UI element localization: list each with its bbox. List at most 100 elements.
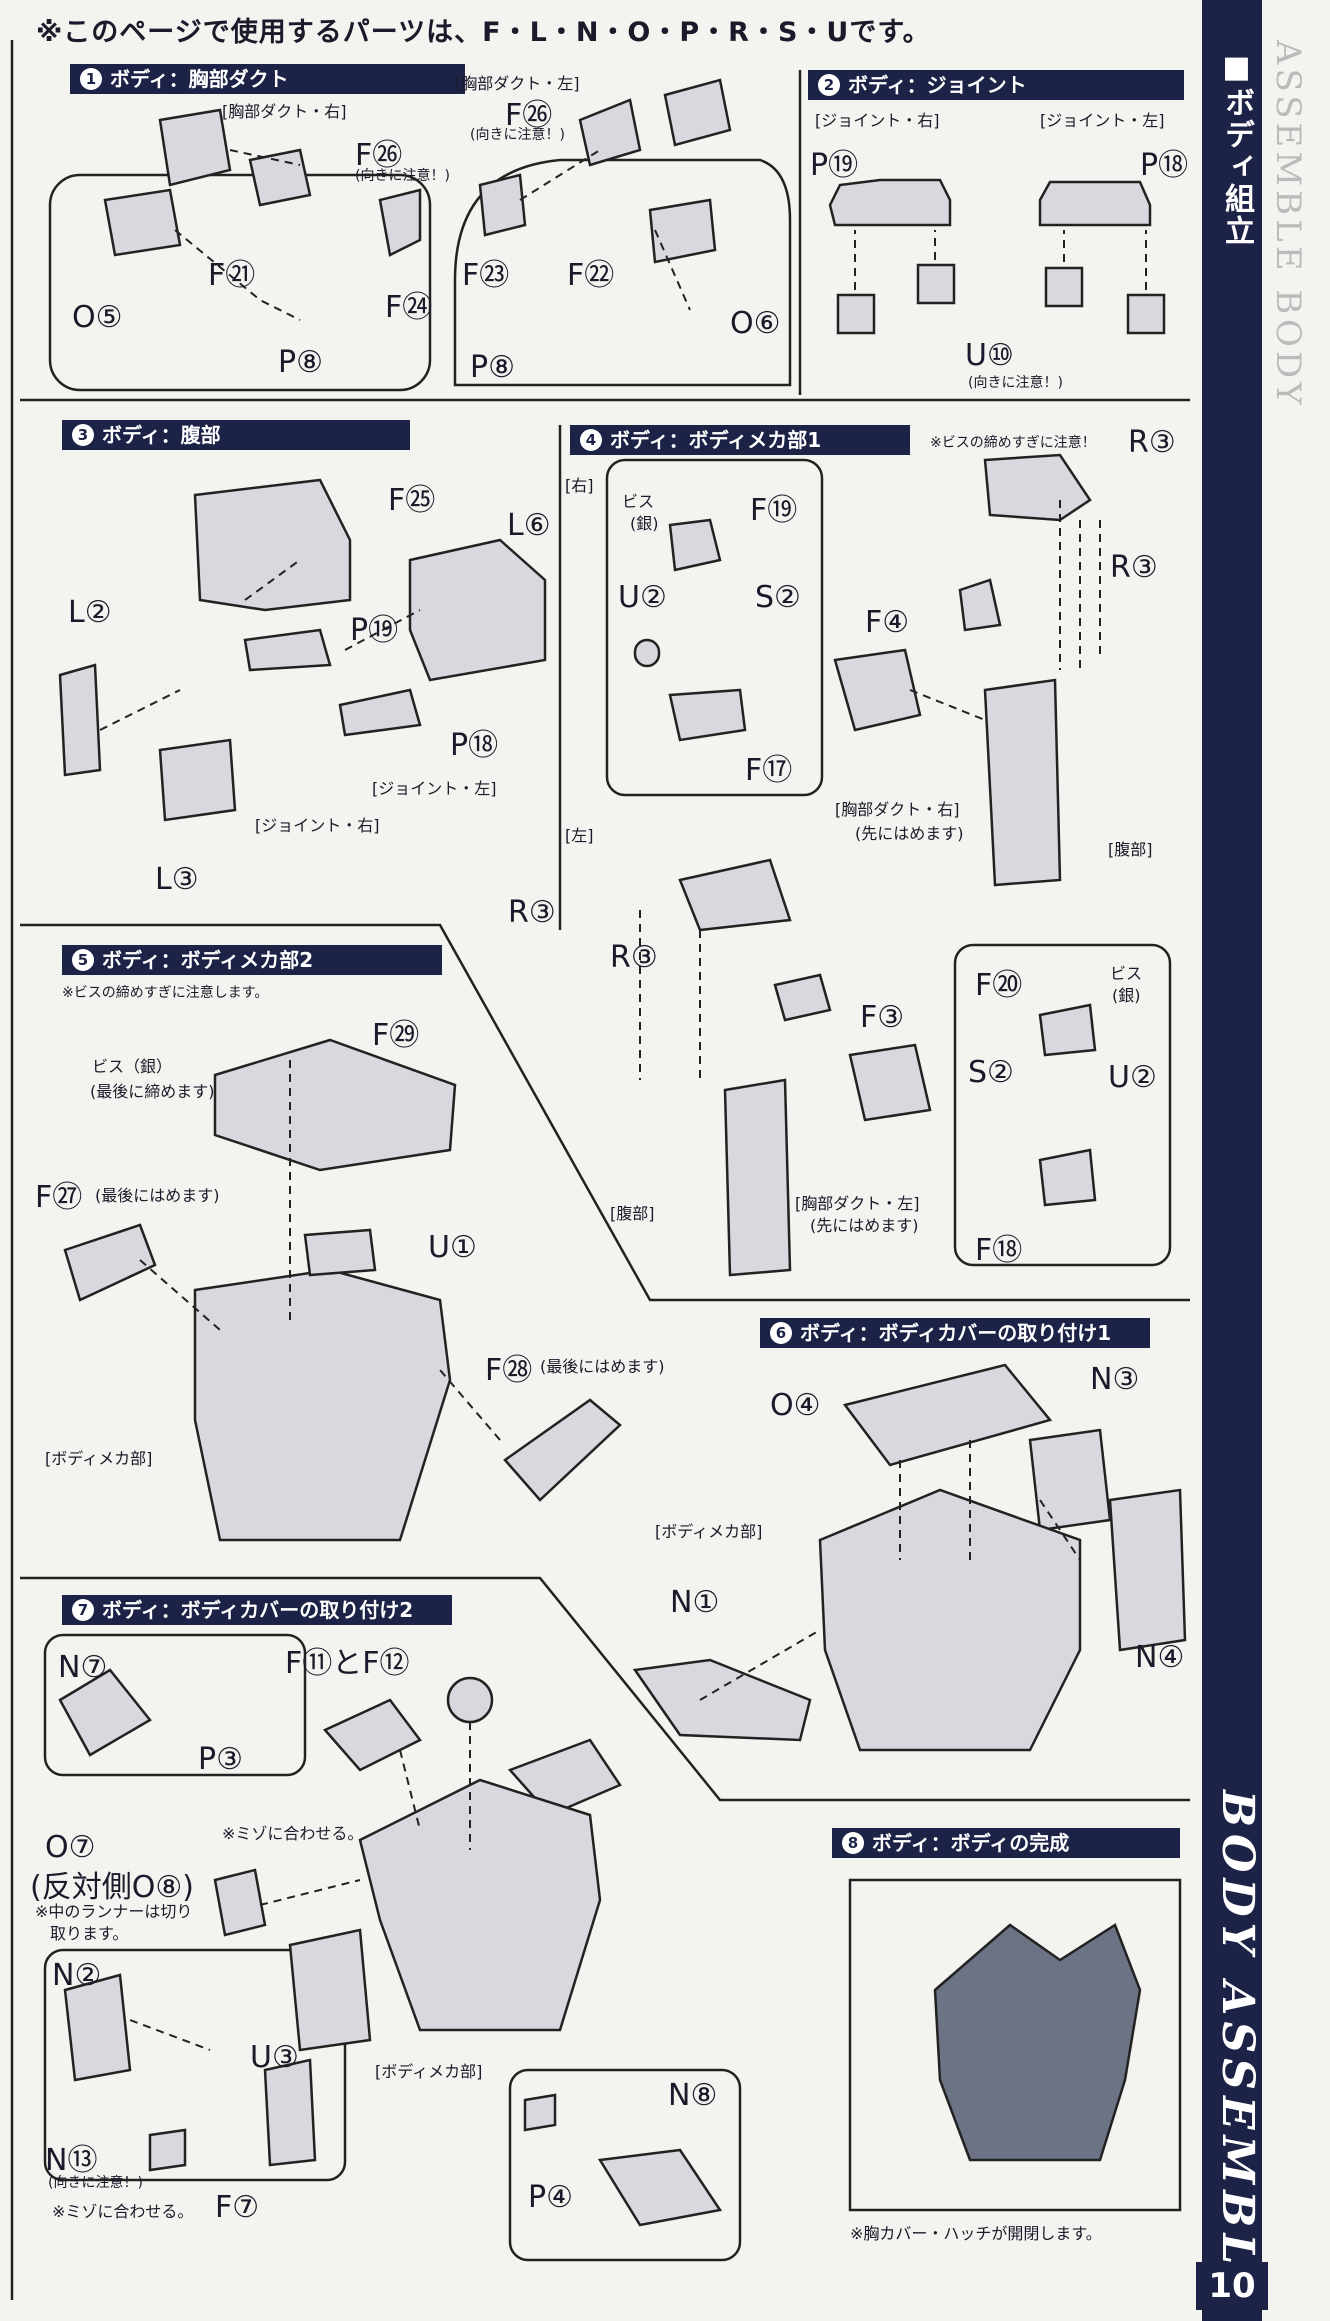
part-f4: F④: [865, 605, 910, 640]
step-title: ボディ：ボディメカ部2: [102, 948, 314, 972]
step-number: 5: [72, 948, 94, 971]
part-n13: N⑬: [45, 2143, 98, 2178]
part-u10: U⑩: [965, 338, 1014, 373]
label-silver: (銀): [630, 514, 659, 533]
label-joint-left: [ジョイント・左]: [1040, 111, 1165, 130]
step-number: 7: [72, 1598, 94, 1621]
step-number: 3: [72, 423, 94, 446]
label-mecha-s5: [ボディメカ部]: [45, 1449, 153, 1468]
part-r3-a: R③: [1128, 425, 1176, 460]
part-p18-abdomen: P⑱: [450, 728, 499, 763]
part-f20: F⑳: [975, 968, 1023, 1003]
part-n7: N⑦: [58, 1650, 108, 1685]
label-joint-left-abdomen: [ジョイント・左]: [372, 779, 497, 798]
step-title: ボディ：ボディカバーの取り付け2: [102, 1598, 414, 1622]
part-l2: L②: [68, 595, 112, 630]
part-f11-f12: F⑪とF⑫: [285, 1646, 410, 1681]
part-f19: F⑲: [750, 493, 798, 528]
step-7-header: 7 ボディ：ボディカバーの取り付け2: [62, 1595, 452, 1625]
part-f29: F㉙: [372, 1018, 420, 1053]
part-o4: O④: [770, 1388, 821, 1423]
note-groove: ※ミゾに合わせる。: [222, 1824, 364, 1843]
part-u2-left: U②: [1108, 1060, 1157, 1095]
part-n2: N②: [52, 1958, 102, 1993]
part-f28: F㉘: [485, 1353, 533, 1388]
part-p3: P③: [198, 1742, 243, 1777]
label-abdomen-right: [腹部]: [1108, 840, 1153, 859]
part-f26-right: F㉖: [355, 138, 403, 173]
caution-n13: (向きに注意！): [48, 2175, 143, 2191]
label-first-left: (先にはめます): [810, 1216, 919, 1235]
part-f17: F⑰: [745, 753, 793, 788]
part-p18: P⑱: [1140, 148, 1189, 183]
caution-joint: (向きに注意！): [968, 375, 1063, 391]
step-6-header: 6 ボディ：ボディカバーの取り付け1: [760, 1318, 1150, 1348]
label-duct-right-s4: [胸部ダクト・右]: [835, 800, 960, 819]
part-r3-c: R③: [508, 895, 556, 930]
part-n4: N④: [1135, 1640, 1185, 1675]
step-title: ボディ：ボディカバーの取り付け1: [800, 1321, 1112, 1345]
part-r3-d: R③: [610, 940, 658, 975]
step-5-header: 5 ボディ：ボディメカ部2: [62, 945, 442, 975]
label-mecha-s6: [ボディメカ部]: [655, 1522, 763, 1541]
label-reverse-o8: (反対側O⑧): [30, 1870, 194, 1905]
label-mecha-s7: [ボディメカ部]: [375, 2062, 483, 2081]
part-r3-b: R③: [1110, 550, 1158, 585]
step-3-header: 3 ボディ：腹部: [62, 420, 410, 450]
part-f3: F③: [860, 1000, 905, 1035]
label-right: [右]: [565, 476, 594, 495]
step-title: ボディ：ボディの完成: [872, 1831, 1070, 1855]
label-abdomen-left: [腹部]: [610, 1204, 655, 1223]
section-subtitle: ASSEMBLE BODY: [1268, 40, 1308, 409]
part-o6: O⑥: [730, 306, 781, 341]
part-p4: P④: [528, 2180, 573, 2215]
part-f25: F㉕: [388, 483, 436, 518]
label-first-right: (先にはめます): [855, 824, 964, 843]
step-2-header: 2 ボディ：ジョイント: [808, 70, 1184, 100]
part-l6: L⑥: [507, 508, 551, 543]
section-title-en: BODY ASSEMBLE: [1212, 1790, 1263, 2310]
part-p19-abdomen: P⑲: [350, 613, 399, 648]
part-f21: F㉑: [208, 258, 256, 293]
page-number: 10: [1196, 2262, 1268, 2310]
step-number: 2: [818, 73, 840, 96]
part-f24: F㉔: [385, 290, 433, 325]
part-u1: U①: [428, 1230, 477, 1265]
note-hatch: ※胸カバー・ハッチが開閉します。: [850, 2224, 1102, 2243]
label-left: [左]: [565, 826, 594, 845]
step-number: 6: [770, 1321, 792, 1344]
label-last-attach-f28: (最後にはめます): [540, 1357, 665, 1376]
label-last-tighten: (最後に締めます): [90, 1082, 215, 1101]
step-title: ボディ：腹部: [102, 423, 221, 447]
part-p8-right: P⑧: [278, 345, 323, 380]
part-f26-left: F㉖: [505, 98, 553, 133]
part-f22: F㉒: [567, 258, 615, 293]
part-n3: N③: [1090, 1362, 1140, 1397]
part-f23: F㉓: [462, 258, 510, 293]
caution-left: (向きに注意！): [470, 127, 565, 143]
label-joint-right: [ジョイント・右]: [815, 111, 940, 130]
step-8-header: 8 ボディ：ボディの完成: [832, 1828, 1180, 1858]
label-last-attach-f27: (最後にはめます): [95, 1186, 220, 1205]
part-p8-left: P⑧: [470, 350, 515, 385]
part-l3: L③: [155, 862, 199, 897]
note-screw: ※ビスの締めすぎに注意！: [930, 435, 1096, 451]
part-s2-right: S②: [755, 580, 801, 615]
note-groove-2: ※ミゾに合わせる。: [52, 2202, 194, 2221]
step-number: 4: [580, 428, 602, 451]
part-f18: F⑱: [975, 1233, 1023, 1268]
part-n8: N⑧: [668, 2078, 718, 2113]
label-screw-s5: ビス（銀）: [92, 1057, 173, 1076]
part-u2-right: U②: [618, 580, 667, 615]
sidebar-band: [1202, 0, 1262, 2321]
label-duct-left-s4: [胸部ダクト・左]: [795, 1194, 920, 1213]
caution-right: (向きに注意！): [355, 168, 450, 184]
label-duct-right: [胸部ダクト・右]: [222, 102, 347, 121]
step-title: ボディ：ジョイント: [848, 73, 1027, 97]
step-number: 8: [842, 1831, 864, 1854]
parts-notice: ※このページで使用するパーツは、F・L・N・O・P・R・S・Uです。: [36, 17, 931, 48]
label-screw: ビス: [622, 492, 655, 511]
